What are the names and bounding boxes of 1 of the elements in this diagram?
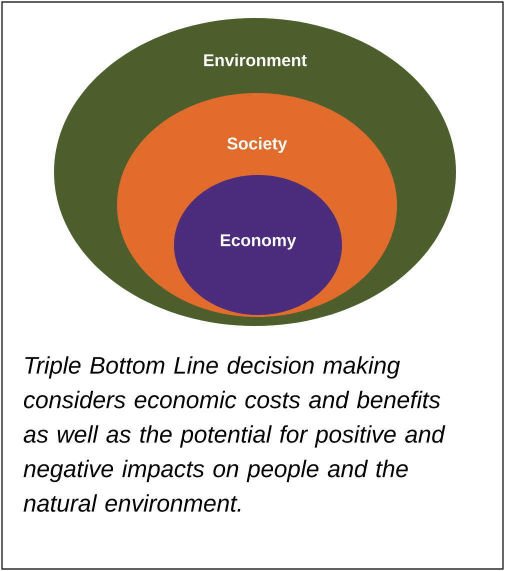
caption: Triple Bottom Line decision making considers economic costs and benefits as well as the potential for positive and negative impacts on people and the natural environment. [24,356,446,512]
